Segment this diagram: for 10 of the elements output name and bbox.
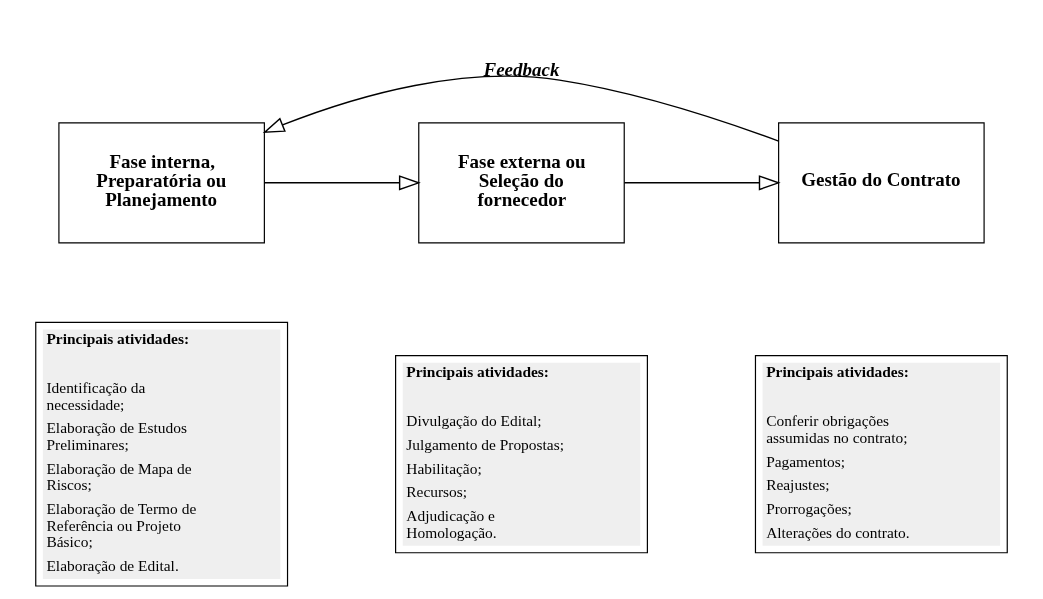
node-box: Fase externa ou Seleção do fornecedor — [418, 122, 625, 244]
node-box: Fase interna, Preparatória ou Planejamento — [58, 122, 265, 244]
arrow — [262, 75, 780, 142]
edge-label: Feedback — [483, 59, 560, 81]
node-box: Principais atividades: Divulgação do Edital; Julgamento de Propostas; Habilitação; Recursos; Adjudicação e Homologação. — [395, 355, 648, 554]
node-box: Gestão do Contrato — [778, 122, 985, 244]
arrow — [263, 175, 421, 191]
node-box: Principais atividades: Identificação da necessidade; Elaboração de Estudos Preliminares; Elaboração de Mapa de Riscos; Elaboração de Termo de Referência ou Projeto Básico; Elaboração de Edital. — [35, 321, 289, 587]
arrow — [623, 175, 781, 191]
node-box: Principais atividades: Conferir obrigações assumidas no contrato; Pagamentos; Reajustes; Prorrogações; Alterações do contrato. — [754, 355, 1008, 554]
